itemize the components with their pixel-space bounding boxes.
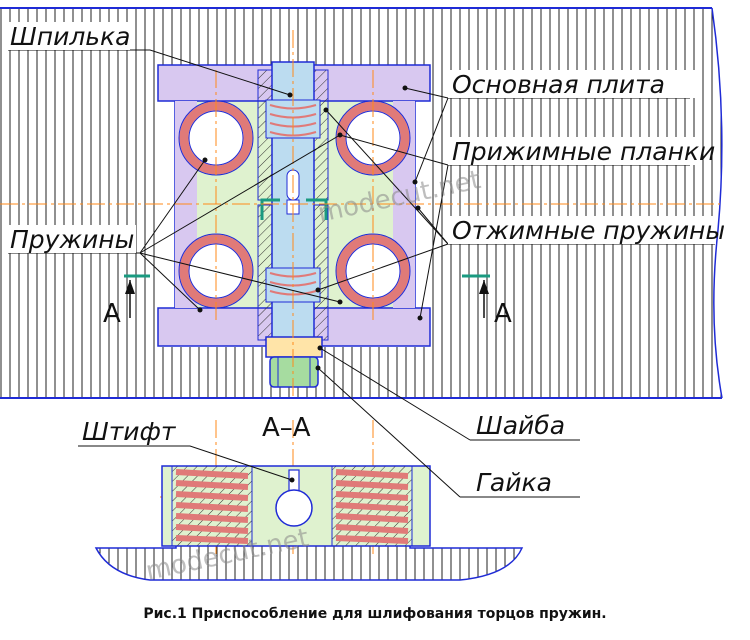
label-pin: Штифт [82,417,177,446]
label-washer: Шайба [476,411,565,440]
section-marks: А А [103,274,512,329]
leader-dots [197,85,423,483]
nut [269,356,319,388]
section-title: А–А [262,413,311,443]
washer [265,336,323,358]
label-nut: Гайка [476,468,552,497]
label-springs: Пружины [10,225,134,254]
label-release-springs: Отжимные пружины [452,216,725,245]
section-mark-left: А [103,299,121,329]
label-clamp-plates: Прижимные планки [452,137,715,166]
label-base-plate: Основная плита [452,70,665,99]
section-mark-right: А [494,299,512,329]
label-stud: Шпилька [10,22,130,51]
figure-caption: Рис.1 Приспособление для шлифования торц… [143,606,607,622]
section-view: А–А [94,413,524,581]
